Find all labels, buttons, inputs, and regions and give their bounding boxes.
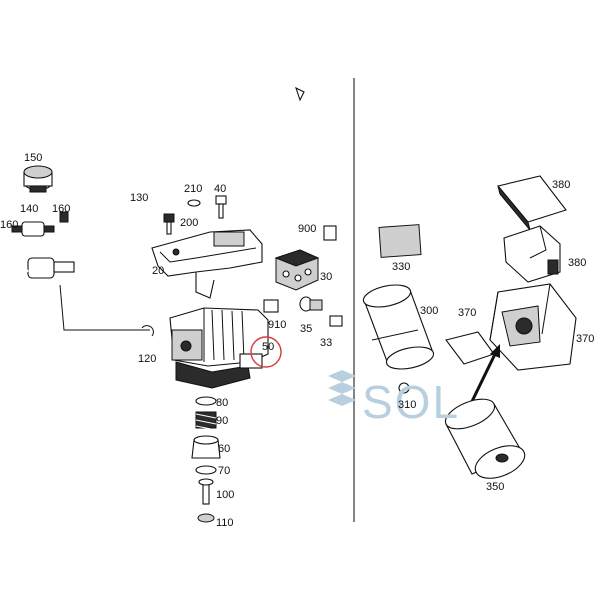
highlight-circle — [250, 336, 282, 368]
label-910: 910 — [268, 319, 286, 331]
label-900: 900 — [298, 223, 316, 235]
label-90: 90 — [216, 415, 228, 427]
label-110: 110 — [216, 517, 234, 529]
label-380-top: 380 — [552, 179, 570, 191]
bracket-370 — [445, 331, 495, 365]
damper-stack — [191, 396, 221, 523]
filter-140 — [11, 211, 69, 237]
label-70: 70 — [218, 465, 230, 477]
leader-120 — [59, 284, 150, 331]
filter-150 — [23, 165, 53, 193]
label-50: 50 — [262, 341, 274, 353]
label-130: 130 — [130, 192, 148, 204]
label-140: 140 — [20, 203, 38, 215]
label-370-right: 370 — [576, 333, 594, 345]
label-200: 200 — [180, 217, 198, 229]
box-370 — [489, 283, 577, 371]
label-120: 120 — [138, 353, 156, 365]
washer-70 — [195, 465, 217, 475]
fittings — [263, 296, 343, 327]
label-150: 150 — [24, 152, 42, 164]
washer-110 — [197, 513, 215, 523]
bracket-20 — [151, 229, 263, 299]
pad-330 — [378, 224, 422, 258]
cover-380 — [503, 225, 561, 283]
label-380-cover: 380 — [568, 257, 586, 269]
label-330: 330 — [392, 261, 410, 273]
label-60: 60 — [218, 443, 230, 455]
label-160-left: 160 — [0, 219, 18, 231]
lid-380-top — [497, 175, 567, 231]
label-350: 350 — [486, 481, 504, 493]
label-100: 100 — [216, 489, 234, 501]
cylinder-300 — [362, 284, 435, 370]
label-160-right: 160 — [52, 203, 70, 215]
label-30: 30 — [320, 271, 332, 283]
watermark: SOL — [328, 370, 460, 428]
compressor — [169, 307, 269, 389]
intake-hose — [73, 86, 305, 265]
label-35: 35 — [300, 323, 312, 335]
nut-310 — [398, 382, 410, 394]
connector-900 — [323, 225, 337, 241]
watermark-text: SOL — [362, 376, 460, 428]
arrow-head — [490, 344, 500, 358]
label-80: 80 — [216, 397, 228, 409]
inline-filter — [6, 257, 75, 310]
label-40: 40 — [214, 183, 226, 195]
callout-labels: 150 140 160 160 130 210 40 200 20 900 30… — [0, 152, 594, 529]
label-310: 310 — [398, 399, 416, 411]
bolts-group — [163, 195, 227, 235]
label-370-left: 370 — [458, 307, 476, 319]
label-300: 300 — [420, 305, 438, 317]
label-20: 20 — [152, 265, 164, 277]
washer-80 — [195, 396, 217, 406]
drum-350 — [444, 398, 526, 479]
clamp-120 — [141, 325, 154, 337]
label-210: 210 — [184, 183, 202, 195]
valve-block-30 — [274, 249, 320, 291]
label-33: 33 — [320, 337, 332, 349]
